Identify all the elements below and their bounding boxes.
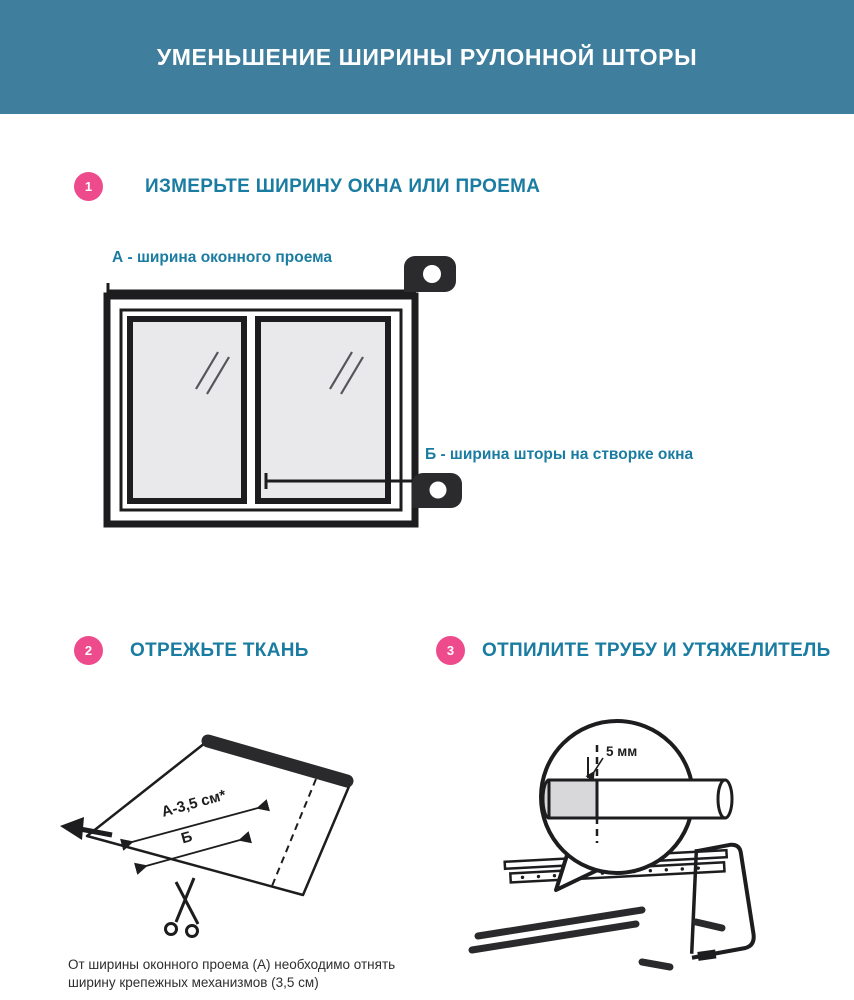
step-1-badge: 1 [74,172,103,201]
tape-measure-icon-a [404,256,456,292]
step-1-number: 1 [84,179,93,194]
saw-tube-figure: 5 мм [468,719,756,971]
offset-leader-line [585,757,604,782]
glass-reflection-left [195,351,230,395]
cutoff-pins [638,918,726,971]
scissors-icon [164,877,200,938]
pull-arrow-icon [60,817,113,840]
cut-fabric-figure: А-3,5 см* Б [60,734,354,938]
window-illustration [103,292,419,528]
footnote-text: От ширины оконного проема (А) необходимо… [68,957,396,991]
label-width-b: Б - ширина шторы на створке окна [425,446,694,463]
step-3-title: ОТПИЛИТЕ ТРУБУ И УТЯЖЕЛИТЕЛЬ [482,640,831,661]
label-width-a: А - ширина оконного проема [112,249,333,266]
step-2-title: ОТРЕЖЬТЕ ТКАНЬ [130,640,309,661]
weight-rods [468,906,646,954]
step-2-badge: 2 [74,636,103,665]
page-title: УМЕНЬШЕНИЕ ШИРИНЫ РУЛОННОЙ ШТОРЫ [156,43,698,70]
cut-line-dashed [271,778,317,887]
header-banner: УМЕНЬШЕНИЕ ШИРИНЫ РУЛОННОЙ ШТОРЫ [0,0,854,114]
roller-tube [201,734,354,788]
step-1-title: ИЗМЕРЬТЕ ШИРИНУ ОКНА ИЛИ ПРОЕМА [145,176,541,197]
step-3-number: 3 [446,643,455,658]
sash-width-arrow [133,831,253,875]
step-2-number: 2 [84,643,93,658]
offset-label: 5 мм [606,744,637,759]
tube-closeup [541,778,734,820]
tape-measure-icon-b [412,473,462,508]
hacksaw-icon [689,842,756,961]
step-3-badge: 3 [436,636,465,665]
glass-reflection-right [329,351,364,395]
window-measure-figure [103,256,462,528]
measure-line-b [264,473,416,489]
